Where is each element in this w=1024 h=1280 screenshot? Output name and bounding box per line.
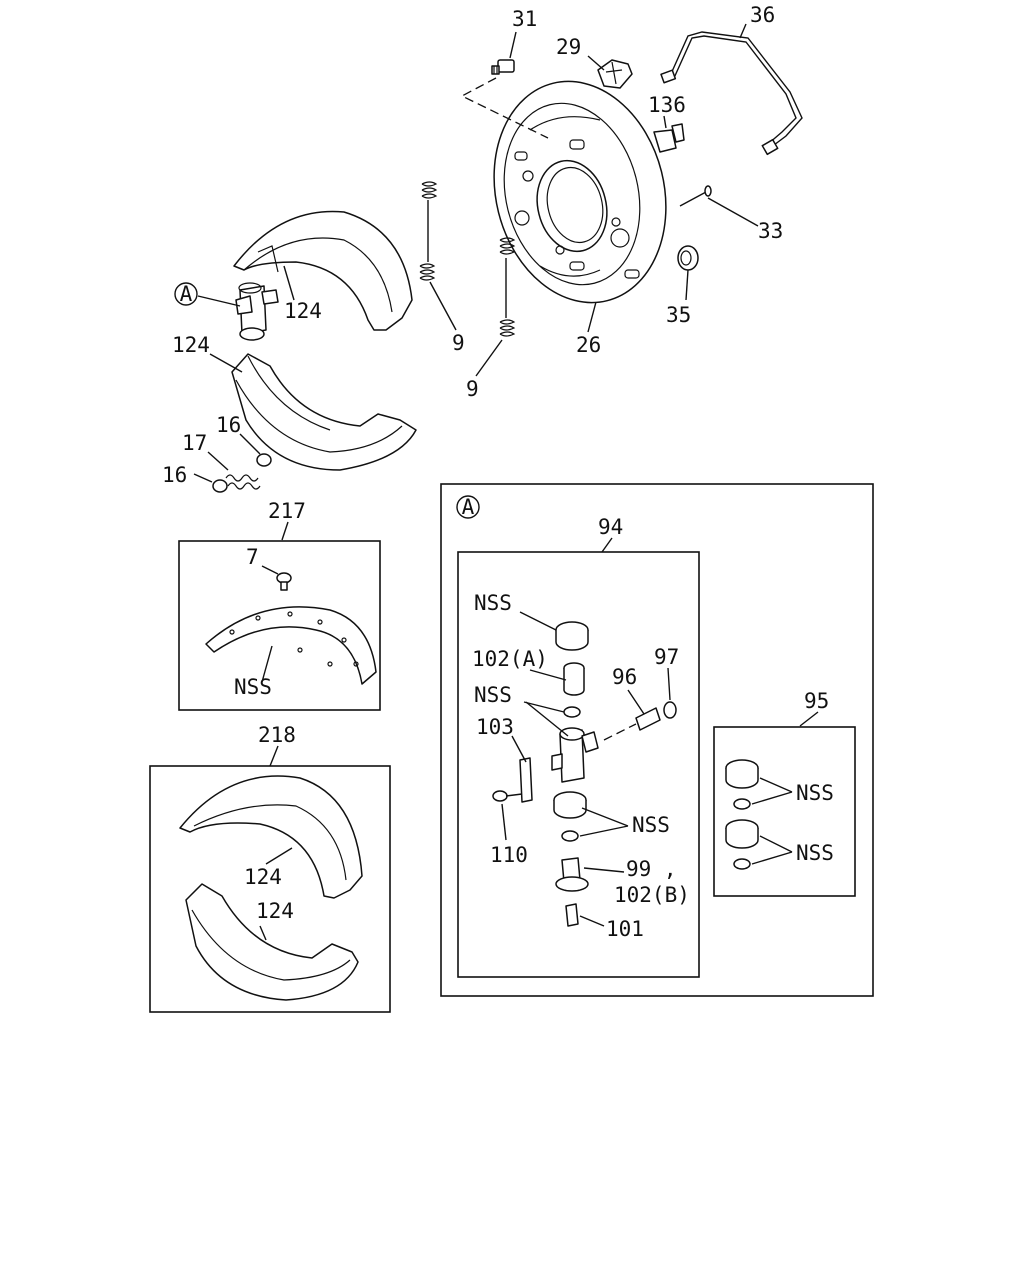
kit-95-box [713, 726, 856, 897]
cylinder-94-parts [492, 621, 677, 927]
kit-218-shoe-lower [185, 883, 359, 1001]
callout-26: 26 [576, 333, 601, 357]
kit-218-title: 218 [258, 723, 296, 747]
rivet-7 [276, 572, 292, 591]
kit-95-title: 95 [804, 689, 829, 713]
callout-97: 97 [654, 645, 679, 669]
callout-9-lower: 9 [466, 377, 479, 401]
callout-9-upper: 9 [452, 331, 465, 355]
detail-a-marker-label: A [462, 495, 475, 519]
kit-95-parts [725, 759, 759, 870]
callout-16-lower: 16 [162, 463, 187, 487]
kit-217-box [178, 540, 381, 711]
detail-a-box [440, 483, 874, 997]
callout-29: 29 [556, 35, 581, 59]
callout-33: 33 [758, 219, 783, 243]
kit-95-nss-bottom: NSS [796, 841, 834, 865]
cylinder-94-nss-middle: NSS [474, 683, 512, 707]
kit-217-lining [205, 606, 377, 685]
callout-136: 136 [648, 93, 686, 117]
callout-a-label: A [180, 282, 193, 306]
kit-218-callout-124-lower: 124 [256, 899, 294, 923]
spring-9-upper [419, 181, 438, 281]
brake-shoe-upper-124 [233, 210, 413, 331]
callout-102a: 102(A) [472, 647, 548, 671]
callout-a-circle [174, 282, 198, 306]
kit-218-callout-124-upper: 124 [244, 865, 282, 889]
kit-217-title: 217 [268, 499, 306, 523]
kit-218-shoe-upper [179, 775, 363, 899]
bolt-31 [491, 59, 515, 75]
callout-35: 35 [666, 303, 691, 327]
callout-124-upper: 124 [284, 299, 322, 323]
brake-shoe-lower-124 [231, 353, 417, 471]
callout-17: 17 [182, 431, 207, 455]
callout-16-upper: 16 [216, 413, 241, 437]
backing-plate-26 [493, 80, 667, 304]
kit-95-nss-top: NSS [796, 781, 834, 805]
wheel-cylinder-assembly [235, 282, 279, 341]
brake-pipe-36 [660, 31, 803, 156]
callout-36: 36 [750, 3, 775, 27]
bracket-29 [597, 59, 633, 89]
kit-217-nss: NSS [234, 675, 272, 699]
cylinder-94-nss-bottom: NSS [632, 813, 670, 837]
plug-35 [677, 245, 699, 271]
bolt-31-guide [460, 77, 549, 139]
callout-31: 31 [512, 7, 537, 31]
detail-a-marker-circle [456, 495, 480, 519]
cylinder-94-title: 94 [598, 515, 623, 539]
clip-136 [653, 123, 685, 153]
callout-99: 99 , [626, 857, 677, 881]
callout-96: 96 [612, 665, 637, 689]
cylinder-94-box [457, 551, 700, 978]
callout-102b: 102(B) [614, 883, 690, 907]
cylinder-94-nss-top: NSS [474, 591, 512, 615]
callout-103: 103 [476, 715, 514, 739]
callout-124-lower: 124 [172, 333, 210, 357]
callout-7: 7 [246, 545, 259, 569]
washer-spring-washer [212, 453, 272, 493]
callout-110: 110 [490, 843, 528, 867]
pin-33 [679, 185, 712, 207]
leader-lines [193, 23, 819, 941]
spring-9-lower [499, 237, 516, 337]
callout-101: 101 [606, 917, 644, 941]
